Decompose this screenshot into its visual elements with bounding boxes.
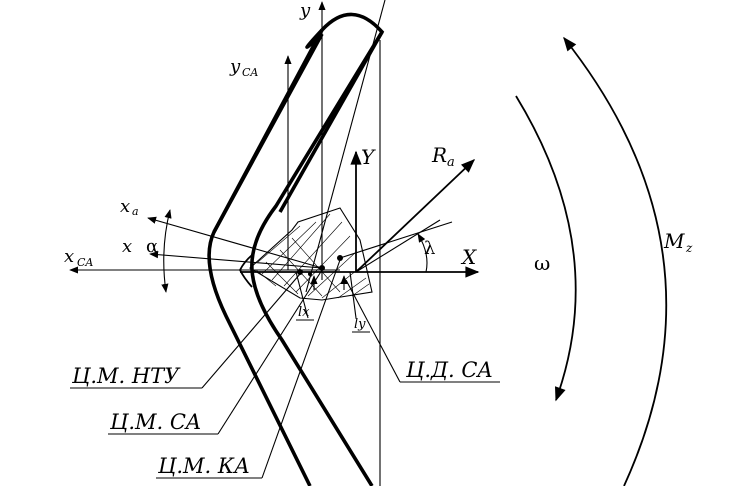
omega-label: ω (534, 251, 550, 275)
x-ca-axis: x CA (64, 246, 340, 274)
callout-cm-ka: Ц.М. КА (157, 454, 250, 478)
alpha-angle: α (146, 209, 172, 293)
y-ca-axis-label: y (229, 56, 241, 77)
x-a-axis-subscript: a (132, 205, 139, 218)
callout-leaders (70, 259, 500, 479)
x-a-axis-label: x (120, 196, 130, 217)
y-ca-axis-subscript: CA (242, 66, 258, 79)
mz-moment-arrow: M z (563, 36, 693, 486)
y-ca-axis: y CA (229, 55, 292, 270)
callout-cm-ntu: Ц.М. НТУ (71, 364, 181, 388)
callout-cd-ca: Ц.Д. CA (405, 358, 493, 382)
x-axis: x (122, 236, 323, 269)
ra-force-label: R (431, 143, 447, 167)
lx-label-group: lx (296, 305, 314, 321)
Y-axis-label: Y (361, 145, 376, 169)
mz-subscript: z (685, 241, 693, 255)
boomerang-body (207, 12, 385, 486)
X-axis: X (240, 245, 480, 278)
x-ca-axis-label: x (64, 246, 74, 267)
ra-force-subscript: a (447, 155, 455, 170)
ly-label-group: ly (352, 317, 370, 333)
tilted-reference-line (305, 0, 386, 293)
x-a-axis: x a (120, 196, 323, 269)
lx-label: lx (298, 305, 310, 320)
Y-axis: Y (350, 145, 376, 272)
x-ca-axis-subscript: CA (77, 256, 93, 269)
lambda-label: λ (424, 238, 435, 259)
mz-label: M (663, 229, 685, 253)
alpha-label: α (146, 236, 158, 257)
x-axis-label: x (122, 236, 132, 257)
ra-force-vector: R a (355, 143, 476, 273)
ly-label: ly (354, 317, 366, 332)
lambda-angle: λ (355, 219, 441, 273)
callout-cm-ca: Ц.М. CA (109, 410, 201, 434)
omega-rotation-arrow: ω (515, 95, 577, 402)
X-axis-label: X (460, 245, 477, 269)
lx-leader (295, 271, 309, 319)
center-points (297, 255, 343, 276)
reference-line-ra (339, 221, 453, 259)
y-axis-label: y (299, 0, 311, 21)
ly-leader (349, 271, 357, 319)
